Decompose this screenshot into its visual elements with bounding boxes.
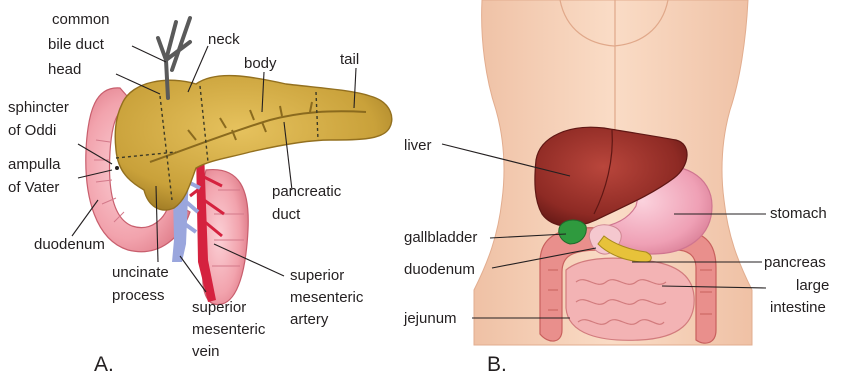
ampulla-marker xyxy=(115,166,119,170)
label-pancreas: pancreas xyxy=(764,254,826,271)
leader-duodenum xyxy=(72,200,98,236)
label-tail: tail xyxy=(340,51,359,68)
label-gallbladder: gallbladder xyxy=(404,229,477,246)
label-sphincter-1: sphincter xyxy=(8,99,69,116)
label-neck: neck xyxy=(208,31,240,48)
jejunum-shape xyxy=(566,258,694,340)
label-common-bile-duct-1: common xyxy=(52,11,110,28)
label-sm-vein-2: mesenteric xyxy=(192,321,266,338)
label-body: body xyxy=(244,55,277,72)
panel-a-letter: A. xyxy=(94,353,114,376)
label-duodenum-b: duodenum xyxy=(404,261,475,278)
panel-a: common bile duct head neck body tail sph… xyxy=(8,11,392,376)
panel-b-letter: B. xyxy=(487,353,507,376)
label-large-intestine-2: intestine xyxy=(770,299,826,316)
pancreas-shape xyxy=(115,76,392,210)
label-sm-vein-3: vein xyxy=(192,343,220,360)
label-ampulla-2: of Vater xyxy=(8,179,59,196)
label-stomach: stomach xyxy=(770,205,827,222)
label-head: head xyxy=(48,61,81,78)
label-pancreatic-duct-2: duct xyxy=(272,206,301,223)
label-sm-artery-2: mesenteric xyxy=(290,289,364,306)
label-liver: liver xyxy=(404,137,432,154)
label-sm-artery-1: superior xyxy=(290,267,344,284)
label-sphincter-2: of Oddi xyxy=(8,122,56,139)
label-pancreatic-duct-1: pancreatic xyxy=(272,183,342,200)
label-large-intestine-1: large xyxy=(796,277,829,294)
label-jejunum: jejunum xyxy=(403,310,457,327)
label-duodenum-a: duodenum xyxy=(34,236,105,253)
label-uncinate-2: process xyxy=(112,287,165,304)
label-sm-vein-1: superior xyxy=(192,299,246,316)
label-common-bile-duct-2: bile duct xyxy=(48,36,105,53)
label-sm-artery-3: artery xyxy=(290,311,329,328)
label-uncinate-1: uncinate xyxy=(112,264,169,281)
label-ampulla-1: ampulla xyxy=(8,156,61,173)
panel-b: liver stomach gallbladder duodenum pancr… xyxy=(403,0,829,376)
